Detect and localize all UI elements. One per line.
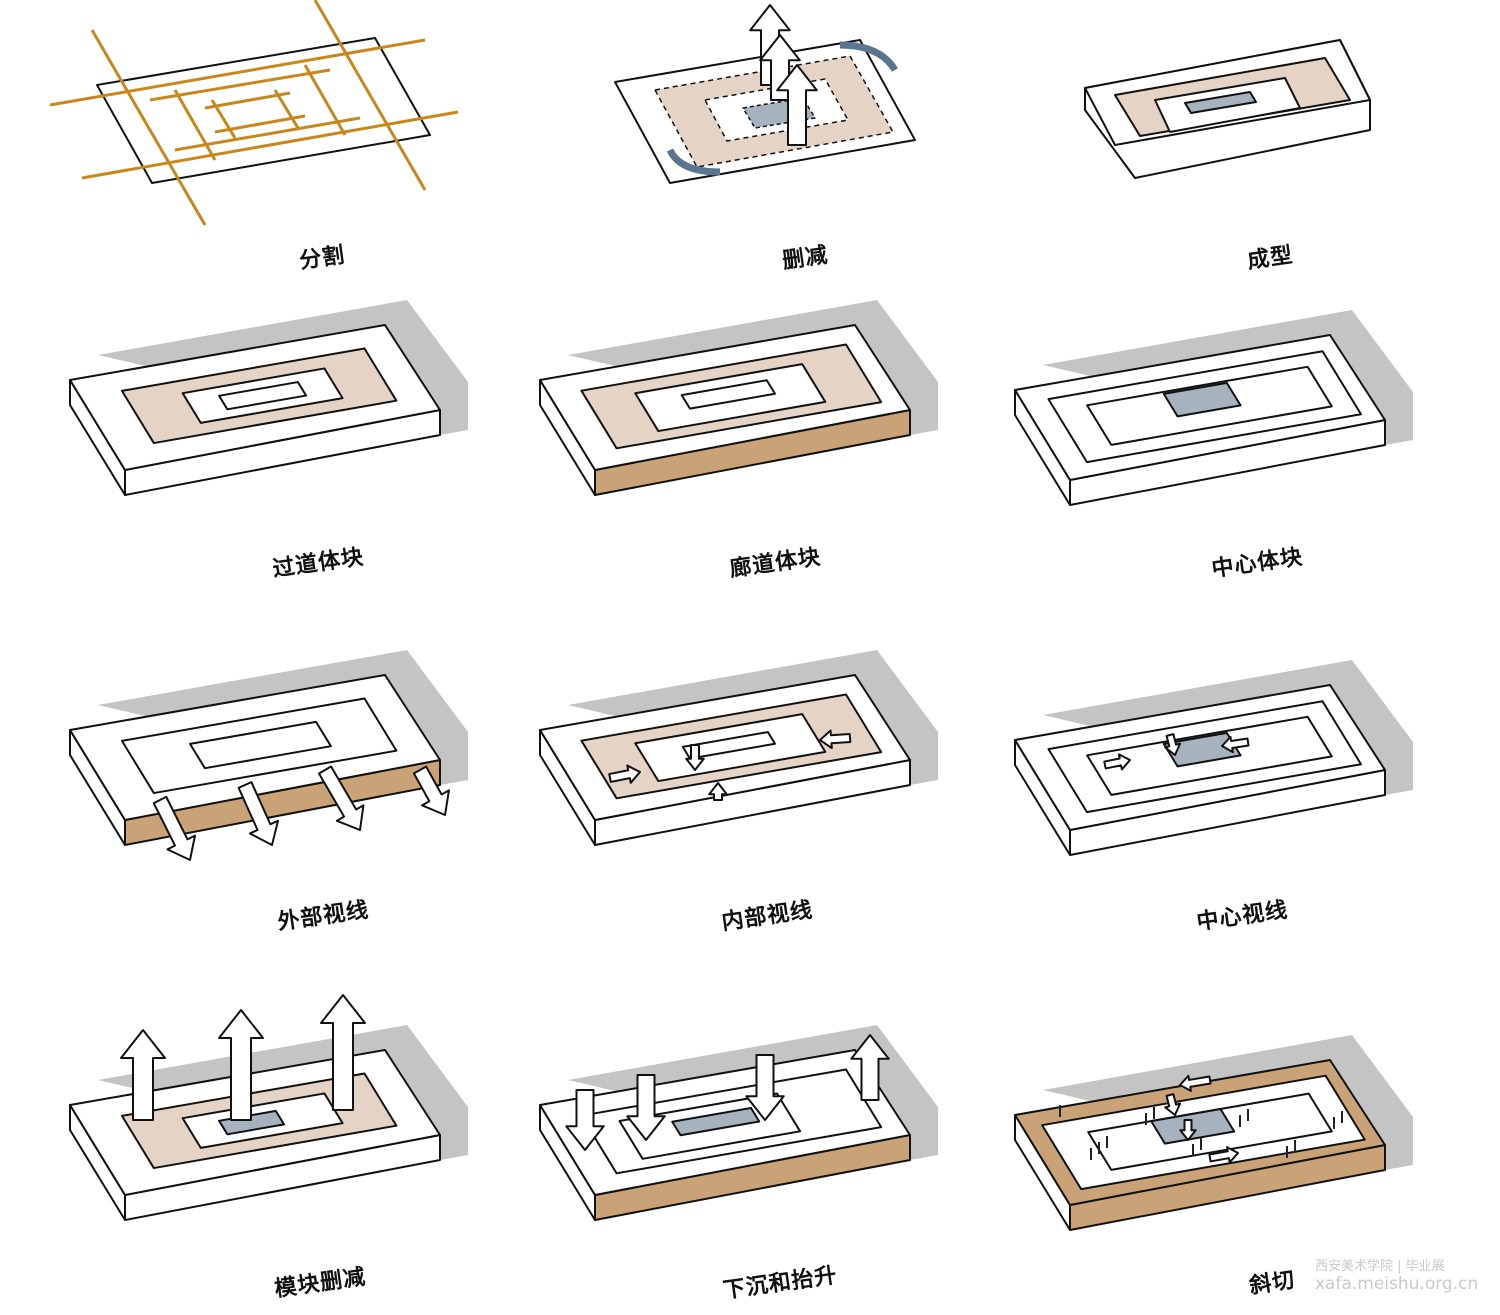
flow-arrow xyxy=(1164,1093,1182,1116)
panel-label-form: 成型 xyxy=(1245,242,1295,275)
lift-arrow xyxy=(850,1034,890,1101)
inward-arrow xyxy=(1164,733,1182,756)
rotate-arrow-icon xyxy=(839,41,899,72)
divide-grid-line xyxy=(49,38,426,107)
sink-arrow xyxy=(565,1089,605,1151)
watermark-url: xafa.meishu.org.cn xyxy=(1315,1274,1479,1294)
divide-grid-line xyxy=(90,29,207,226)
divide-grid-line xyxy=(273,89,300,129)
oblique-glass xyxy=(1150,1108,1236,1145)
center-sight-glass xyxy=(1162,731,1242,768)
inward-arrow xyxy=(1221,735,1250,754)
sink-arrow xyxy=(626,1074,666,1141)
flow-arrow xyxy=(1208,1146,1239,1164)
lift-arrow xyxy=(320,994,366,1111)
divide-grid-line xyxy=(204,91,291,110)
panel-label-reduce: 删减 xyxy=(780,242,830,275)
divide-grid-line xyxy=(149,68,331,102)
inward-arrow xyxy=(685,744,705,771)
inward-arrow xyxy=(819,729,852,750)
center-glass-volume xyxy=(1162,381,1242,418)
watermark-school: 西安美术学院 | 毕业展 xyxy=(1315,1259,1445,1274)
lift-arrow xyxy=(120,1029,166,1121)
divide-grid-line xyxy=(173,89,217,161)
reduce-up-arrow xyxy=(759,34,801,101)
divide-grid-line xyxy=(210,99,237,139)
divide-base-plane xyxy=(96,37,431,184)
external-inner-outline xyxy=(189,720,332,770)
lift-arrow xyxy=(218,1009,264,1121)
sightline-arrow xyxy=(317,765,365,831)
rotate-arrow-icon xyxy=(666,148,721,176)
form-glass-void xyxy=(1184,91,1257,114)
divide-grid-line xyxy=(303,64,347,136)
passage-core-outline xyxy=(218,381,308,411)
inward-arrow xyxy=(1103,753,1131,771)
module-glass-void xyxy=(218,1109,286,1136)
divide-grid-line xyxy=(313,0,427,191)
corridor-block-opening xyxy=(680,379,776,410)
sightline-arrow xyxy=(152,795,197,861)
sightline-arrow xyxy=(412,765,450,816)
flow-arrow xyxy=(1179,1074,1212,1092)
sink-glass xyxy=(671,1107,761,1137)
sink-arrow xyxy=(745,1054,785,1121)
panel-label-divide: 分割 xyxy=(297,242,347,275)
panel-label-oblique-cut: 斜切 xyxy=(1247,1267,1297,1300)
sightline-arrow xyxy=(237,781,280,846)
inward-arrow xyxy=(608,764,641,784)
inward-arrow xyxy=(708,782,728,801)
flow-arrow xyxy=(1179,1119,1197,1141)
reduce-up-arrow xyxy=(776,64,818,146)
watermark: 西安美术学院 | 毕业展 xafa.meishu.org.cn xyxy=(1315,1255,1478,1294)
divide-grid-line xyxy=(81,110,459,180)
internal-block-opening xyxy=(681,731,776,760)
reduce-up-arrow xyxy=(749,4,791,86)
